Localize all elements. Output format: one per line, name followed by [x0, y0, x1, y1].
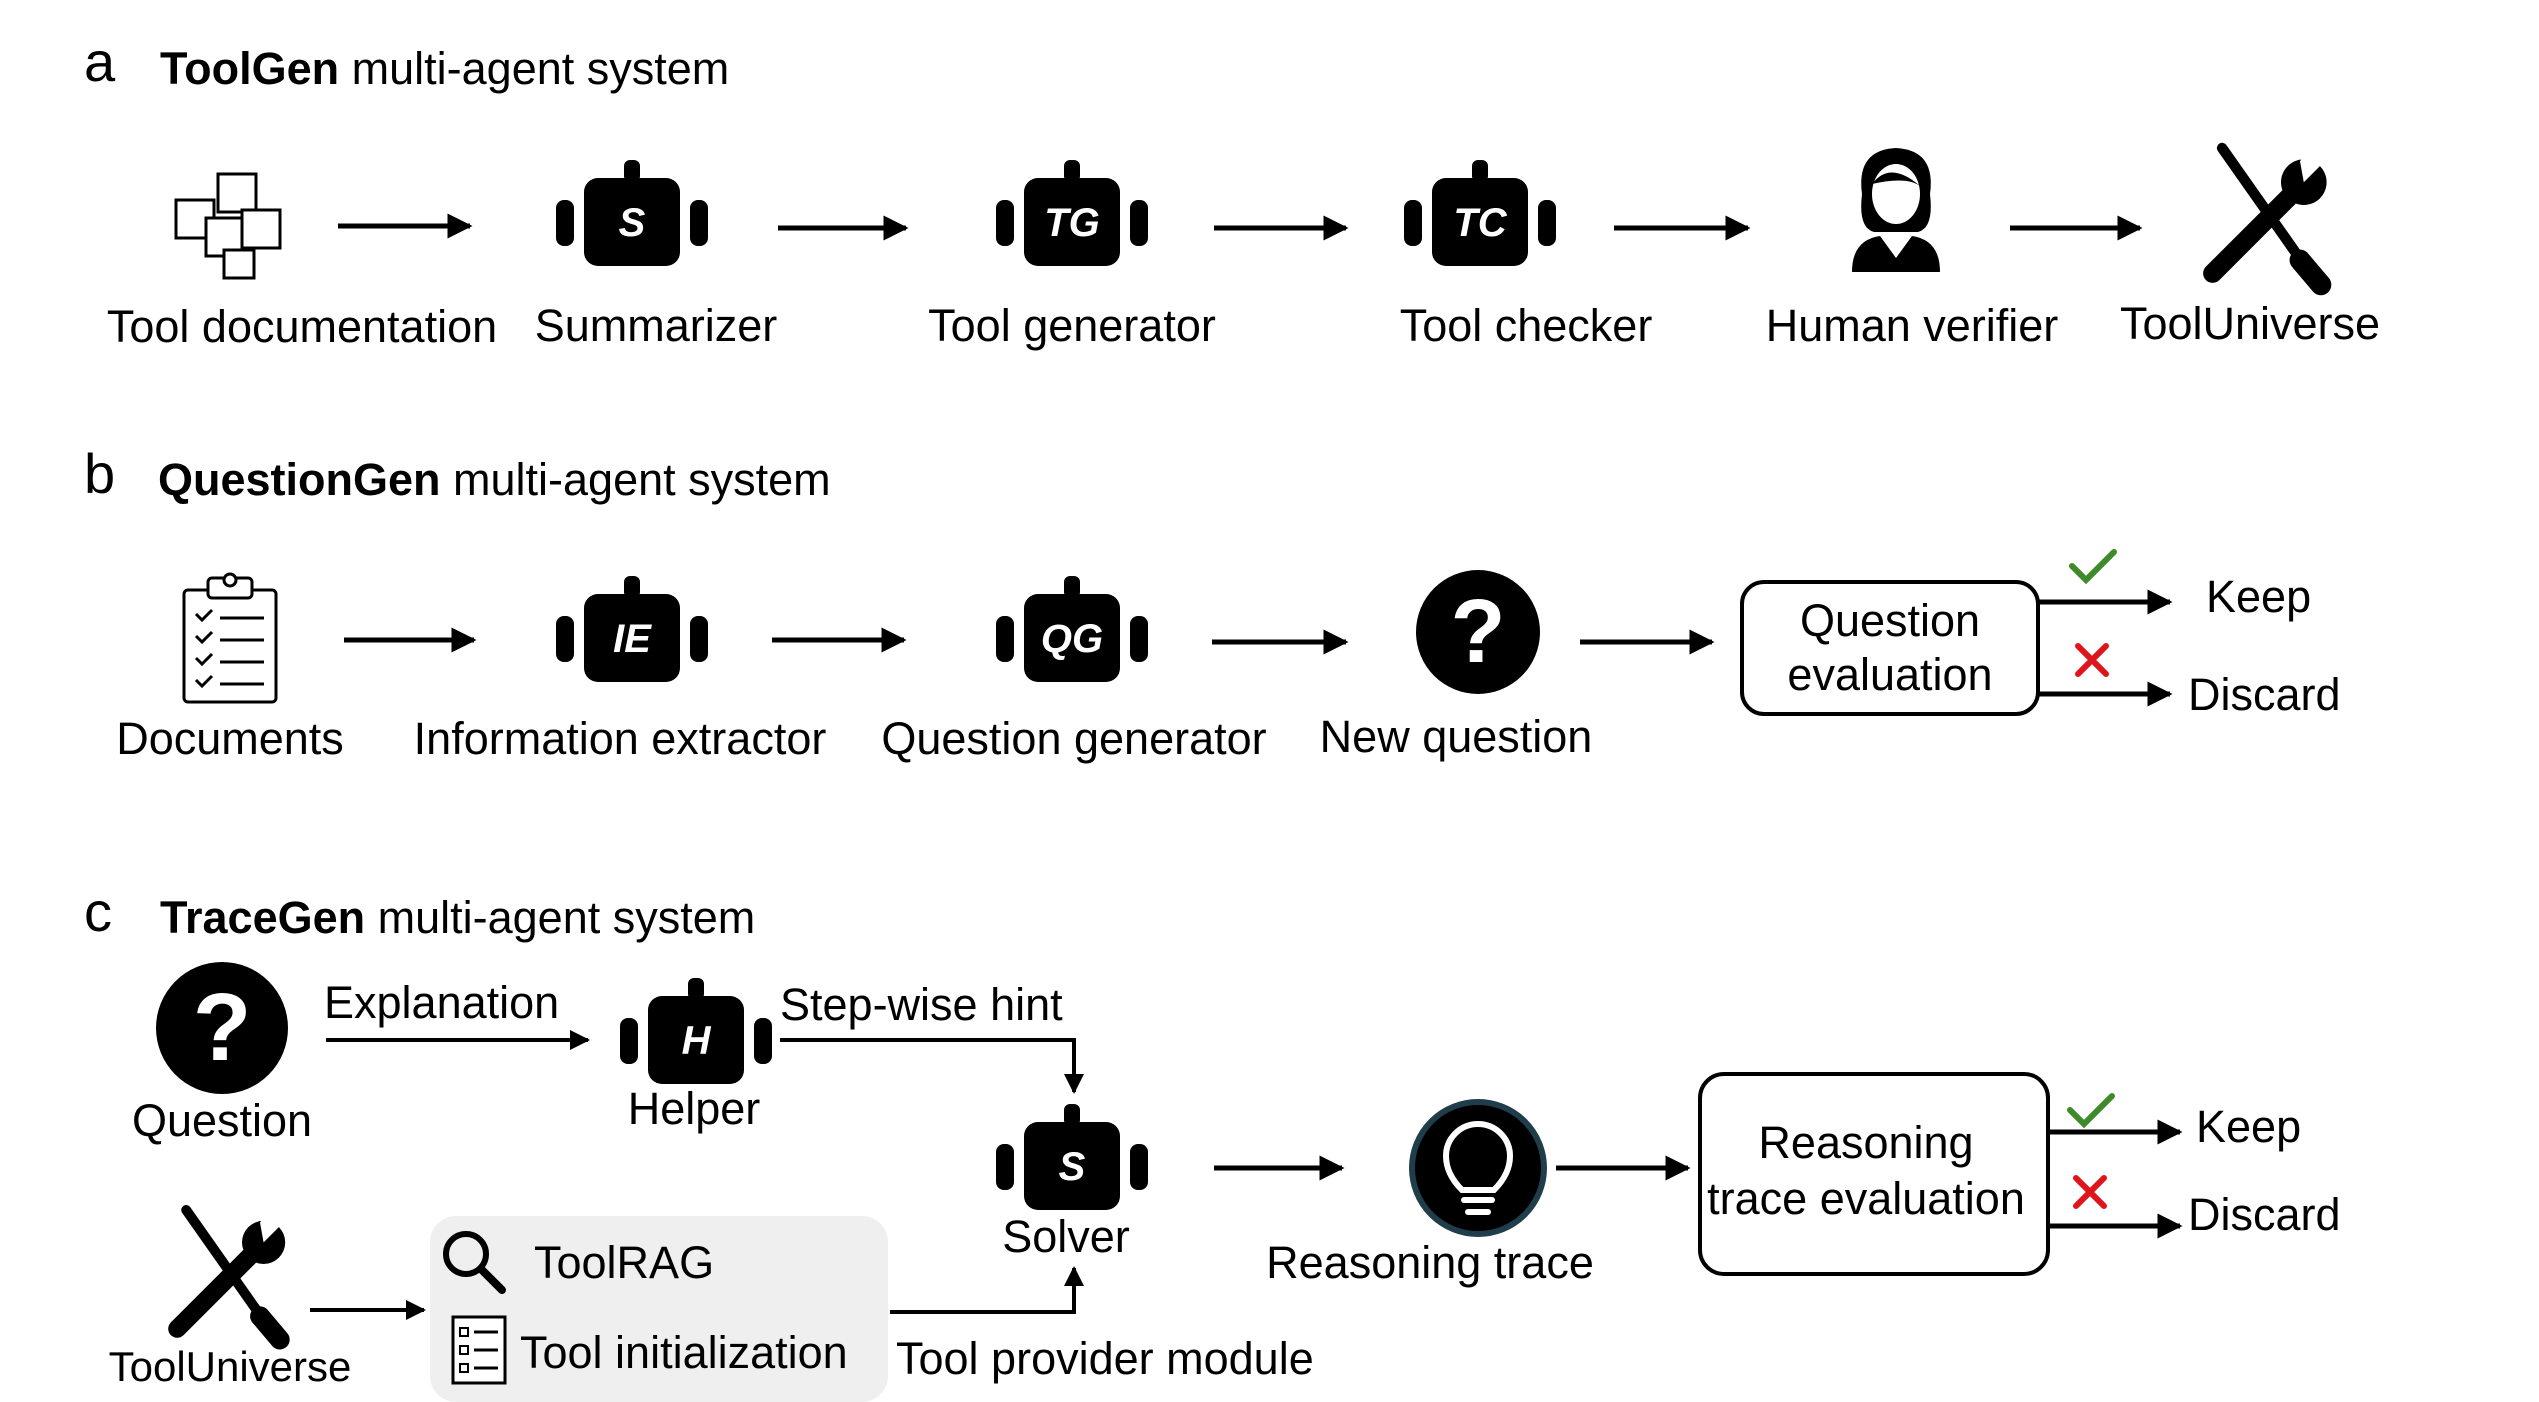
panel-a-title-bold: ToolGen — [160, 43, 340, 94]
panel-a-letter: a — [84, 30, 116, 93]
x-mark-icon — [2073, 1175, 2107, 1209]
explanation-label: Explanation — [324, 977, 560, 1028]
panel-b-title-rest: multi-agent system — [440, 454, 831, 505]
solver-badge: S — [1059, 1145, 1086, 1189]
panel-c-title-bold: TraceGen — [160, 892, 366, 943]
tool-provider-module-label: Tool provider module — [896, 1333, 1314, 1384]
lightbulb-icon — [1409, 1099, 1547, 1237]
summarizer-label: Summarizer — [534, 300, 778, 351]
panel-a-title: ToolGen multi-agent system — [160, 46, 729, 91]
tool-checker-robot-icon: TC — [1404, 160, 1556, 266]
tool-initialization-label: Tool initialization — [520, 1327, 848, 1378]
panel-a-title-rest: multi-agent system — [339, 43, 730, 94]
tool-generator-robot-icon: TG — [996, 160, 1148, 266]
solver-robot-icon: S — [996, 1104, 1148, 1210]
documents-label: Documents — [116, 713, 344, 764]
new-question-label: New question — [1319, 711, 1593, 762]
panel-c-title-rest: multi-agent system — [365, 892, 756, 943]
panel-c-letter: c — [84, 880, 112, 943]
question-evaluation-box — [1740, 580, 2040, 716]
panel-c-title: TraceGen multi-agent system — [160, 895, 755, 940]
reasoning-evaluation-line2: trace evaluation — [1707, 1173, 2025, 1224]
keep-label: Keep — [2206, 571, 2312, 622]
arrow-helper-to-solver — [780, 1038, 1084, 1094]
summarizer-robot-icon: S — [556, 160, 708, 266]
reasoning-evaluation-line1: Reasoning — [1758, 1117, 1974, 1168]
helper-label: Helper — [627, 1083, 761, 1134]
svg-text:?: ? — [1451, 582, 1506, 682]
tooluniverse-label: ToolUniverse — [2119, 298, 2381, 349]
toolrag-label: ToolRAG — [534, 1237, 715, 1288]
panel-b-title-bold: QuestionGen — [158, 454, 441, 505]
panel-b-letter: b — [84, 442, 116, 505]
tool-generator-label: Tool generator — [928, 300, 1216, 351]
checkmark-icon — [2069, 549, 2117, 585]
tool-generator-badge: TG — [1044, 201, 1100, 245]
sticky-notes-icon — [174, 172, 282, 280]
information-extractor-robot-icon: IE — [556, 576, 708, 682]
clipboard-checklist-icon — [182, 572, 278, 704]
tool-checker-label: Tool checker — [1399, 300, 1653, 351]
stepwise-hint-label: Step-wise hint — [780, 979, 1063, 1030]
summarizer-badge: S — [619, 201, 646, 245]
human-verifier-label: Human verifier — [1765, 300, 2059, 351]
tooluniverse-label-c: ToolUniverse — [108, 1343, 352, 1390]
question-mark-icon: ? — [156, 962, 288, 1094]
question-generator-badge: QG — [1041, 617, 1103, 661]
question-evaluation-line2: evaluation — [1787, 649, 1993, 700]
x-mark-icon — [2075, 643, 2109, 677]
discard-label-c: Discard — [2188, 1189, 2341, 1240]
question-evaluation-line1: Question — [1799, 595, 1981, 646]
information-extractor-label: Information extractor — [413, 713, 827, 764]
tool-checker-badge: TC — [1453, 201, 1507, 245]
panel-b-title: QuestionGen multi-agent system — [158, 457, 831, 502]
wrench-screwdriver-icon — [177, 1201, 294, 1340]
reasoning-evaluation-box — [1698, 1072, 2050, 1276]
question-mark-icon: ? — [1416, 570, 1540, 694]
arrow-provider-to-solver — [890, 1266, 1084, 1314]
solver-label: Solver — [1002, 1211, 1130, 1262]
magnifier-icon — [443, 1231, 506, 1294]
checkmark-icon — [2067, 1093, 2115, 1129]
question-generator-robot-icon: QG — [996, 576, 1148, 682]
question-label: Question — [131, 1095, 313, 1146]
reasoning-trace-label: Reasoning trace — [1266, 1237, 1594, 1288]
helper-badge: H — [682, 1019, 712, 1063]
question-generator-label: Question generator — [881, 713, 1267, 764]
information-extractor-badge: IE — [613, 617, 652, 661]
list-icon — [451, 1315, 507, 1385]
svg-text:?: ? — [193, 974, 252, 1081]
tool-documentation-label: Tool documentation — [106, 301, 498, 352]
helper-robot-icon: H — [620, 978, 772, 1084]
person-icon — [1852, 148, 1940, 272]
keep-label-c: Keep — [2196, 1101, 2302, 1152]
discard-label: Discard — [2188, 669, 2341, 720]
wrench-screwdriver-icon — [2213, 139, 2337, 285]
